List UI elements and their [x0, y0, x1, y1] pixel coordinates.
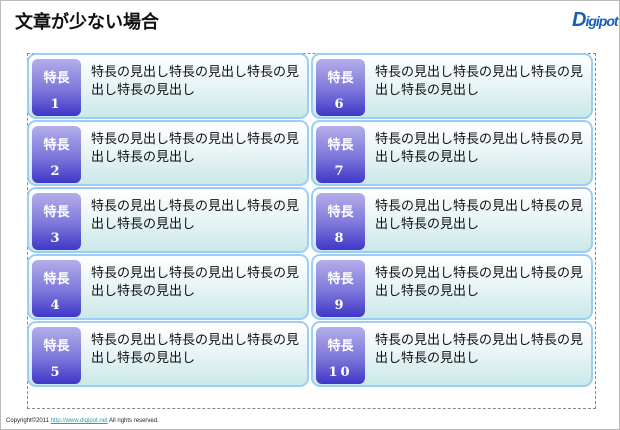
- feature-card: 特長 9 特長の見出し特長の見出し特長の見出し特長の見出し: [311, 254, 593, 320]
- badge-label: 特長: [327, 71, 354, 86]
- feature-badge: 特長 1: [32, 59, 81, 116]
- badge-number: 9: [334, 298, 347, 313]
- feature-card: 特長 10 特長の見出し特長の見出し特長の見出し特長の見出し: [311, 321, 593, 387]
- feature-card: 特長 1 特長の見出し特長の見出し特長の見出し特長の見出し: [27, 53, 309, 119]
- badge-number: 8: [334, 231, 347, 246]
- badge-label: 特長: [43, 339, 70, 354]
- badge-number: 2: [50, 164, 63, 179]
- feature-card: 特長 4 特長の見出し特長の見出し特長の見出し特長の見出し: [27, 254, 309, 320]
- feature-badge: 特長 3: [32, 193, 81, 250]
- feature-badge: 特長 4: [32, 260, 81, 317]
- badge-label: 特長: [43, 138, 70, 153]
- feature-card: 特長 8 特長の見出し特長の見出し特長の見出し特長の見出し: [311, 187, 593, 253]
- badge-label: 特長: [327, 272, 354, 287]
- feature-badge: 特長 5: [32, 327, 81, 384]
- badge-number: 10: [328, 365, 353, 380]
- footer-link[interactable]: http://www.digipot.net: [50, 418, 108, 424]
- feature-badge: 特長 10: [316, 327, 365, 384]
- feature-card: 特長 6 特長の見出し特長の見出し特長の見出し特長の見出し: [311, 53, 593, 119]
- feature-text: 特長の見出し特長の見出し特長の見出し特長の見出し: [375, 266, 584, 299]
- feature-badge: 特長 9: [316, 260, 365, 317]
- feature-text: 特長の見出し特長の見出し特長の見出し特長の見出し: [91, 333, 300, 366]
- badge-number: 7: [334, 164, 347, 179]
- feature-text: 特長の見出し特長の見出し特長の見出し特長の見出し: [91, 266, 300, 299]
- badge-label: 特長: [327, 138, 354, 153]
- feature-card: 特長 3 特長の見出し特長の見出し特長の見出し特長の見出し: [27, 187, 309, 253]
- badge-number: 1: [50, 97, 63, 112]
- feature-text: 特長の見出し特長の見出し特長の見出し特長の見出し: [91, 65, 300, 98]
- feature-badge: 特長 2: [32, 126, 81, 183]
- badge-label: 特長: [43, 205, 70, 220]
- feature-card: 特長 5 特長の見出し特長の見出し特長の見出し特長の見出し: [27, 321, 309, 387]
- badge-number: 4: [50, 298, 63, 313]
- badge-number: 5: [50, 365, 63, 380]
- feature-text: 特長の見出し特長の見出し特長の見出し特長の見出し: [375, 65, 584, 98]
- digipot-logo: Digipot: [572, 9, 619, 31]
- page-title: 文章が少ない場合: [15, 12, 159, 33]
- feature-card: 特長 7 特長の見出し特長の見出し特長の見出し特長の見出し: [311, 120, 593, 186]
- badge-label: 特長: [327, 339, 354, 354]
- feature-badge: 特長 6: [316, 59, 365, 116]
- badge-label: 特長: [43, 71, 70, 86]
- feature-badge: 特長 8: [316, 193, 365, 250]
- feature-text: 特長の見出し特長の見出し特長の見出し特長の見出し: [91, 132, 300, 165]
- feature-text: 特長の見出し特長の見出し特長の見出し特長の見出し: [375, 333, 584, 366]
- feature-text: 特長の見出し特長の見出し特長の見出し特長の見出し: [375, 199, 584, 232]
- feature-badge: 特長 7: [316, 126, 365, 183]
- badge-number: 6: [334, 97, 347, 112]
- feature-card: 特長 2 特長の見出し特長の見出し特長の見出し特長の見出し: [27, 120, 309, 186]
- feature-text: 特長の見出し特長の見出し特長の見出し特長の見出し: [91, 199, 300, 232]
- badge-label: 特長: [43, 272, 70, 287]
- footer: Copyright©2011 http://www.digipot.net Al…: [6, 418, 159, 424]
- badge-number: 3: [50, 231, 63, 246]
- feature-text: 特長の見出し特長の見出し特長の見出し特長の見出し: [375, 132, 584, 165]
- badge-label: 特長: [327, 205, 354, 220]
